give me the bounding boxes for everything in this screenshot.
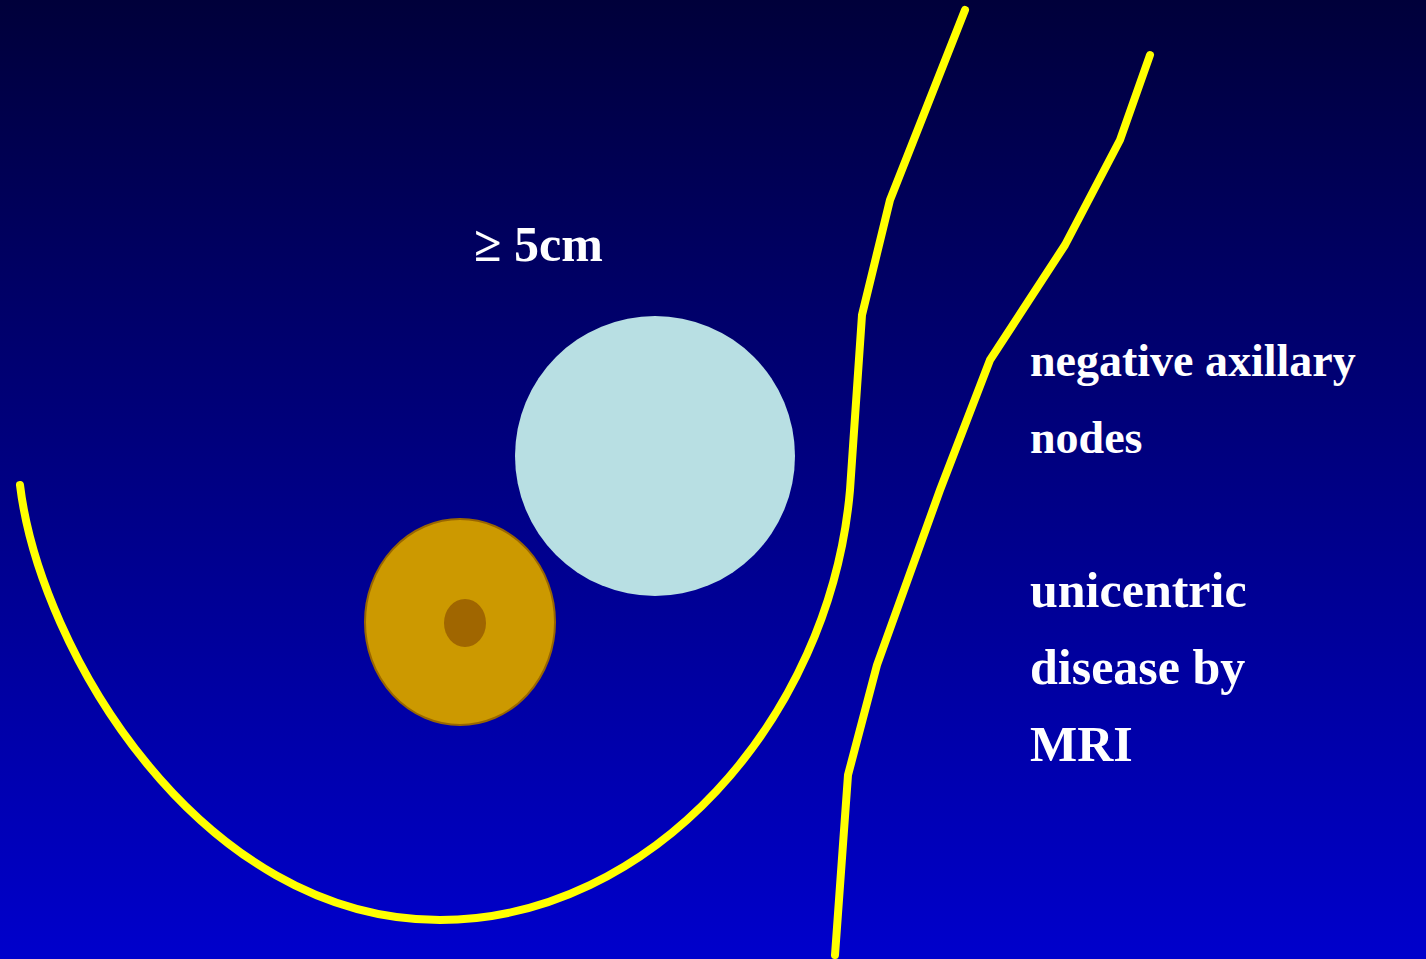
chest-wall-line: [835, 55, 1150, 955]
nipple: [444, 599, 486, 647]
disease-extent-label: unicentric disease by MRI: [1030, 552, 1320, 783]
breast-outline: [20, 10, 965, 920]
tumor-circle: [515, 316, 795, 596]
size-label: ≥ 5cm: [474, 206, 774, 283]
areola: [365, 519, 555, 725]
node-status-label: negative axillary nodes: [1030, 322, 1422, 476]
